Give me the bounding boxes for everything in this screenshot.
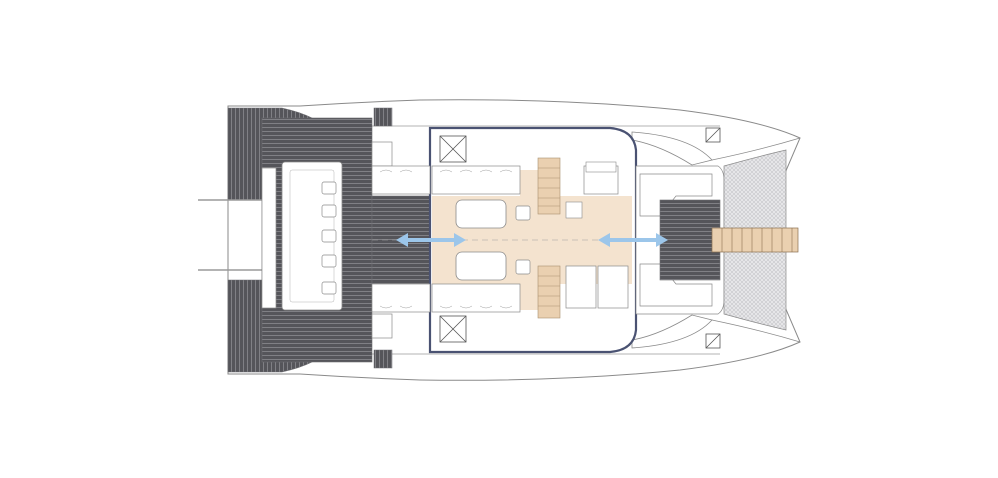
- galley-unit: [585, 161, 617, 173]
- stbd-bow-curve: [631, 314, 713, 349]
- fwd-nose-lower: [711, 319, 801, 343]
- hatch-icon: [439, 135, 467, 163]
- stbd-dinette-table: [455, 251, 507, 281]
- port-companionway-stairs: [537, 157, 561, 215]
- cockpit-seats: [321, 181, 337, 295]
- hatch-icon: [705, 127, 721, 143]
- port-aft-locker: [371, 141, 393, 167]
- stbd-aft-steps-small: [373, 349, 393, 369]
- aft-bench: [261, 167, 277, 309]
- bow-ladder-rungs: [721, 228, 793, 252]
- cabinet-detail: [379, 169, 513, 309]
- bow-ladder: [711, 227, 799, 253]
- galley-sink: [565, 201, 583, 219]
- fwd-opening-arrow: [598, 233, 668, 247]
- galley-island: [565, 265, 597, 309]
- stbd-dinette-stool: [515, 259, 531, 275]
- aft-opening-arrow: [396, 233, 466, 247]
- stair-treads: [538, 167, 560, 307]
- port-aft-steps-small: [373, 107, 393, 127]
- fwd-nose-upper: [711, 137, 801, 161]
- port-dinette-stool: [515, 205, 531, 221]
- fwd-cockpit-deck: [659, 199, 721, 281]
- hatch-icon: [705, 333, 721, 349]
- opening-arrows: [396, 233, 668, 247]
- port-bow-curve: [631, 131, 713, 166]
- stbd-aft-locker: [371, 313, 393, 339]
- port-dinette-table: [455, 199, 507, 229]
- galley-cabinet: [597, 265, 629, 309]
- fwd-cockpit-seat-port: [639, 173, 713, 217]
- stbd-companionway-stairs: [537, 265, 561, 319]
- fwd-cockpit-seat-stbd: [639, 263, 713, 307]
- salon-cabinets: [371, 165, 521, 313]
- hatch-icon: [439, 315, 467, 343]
